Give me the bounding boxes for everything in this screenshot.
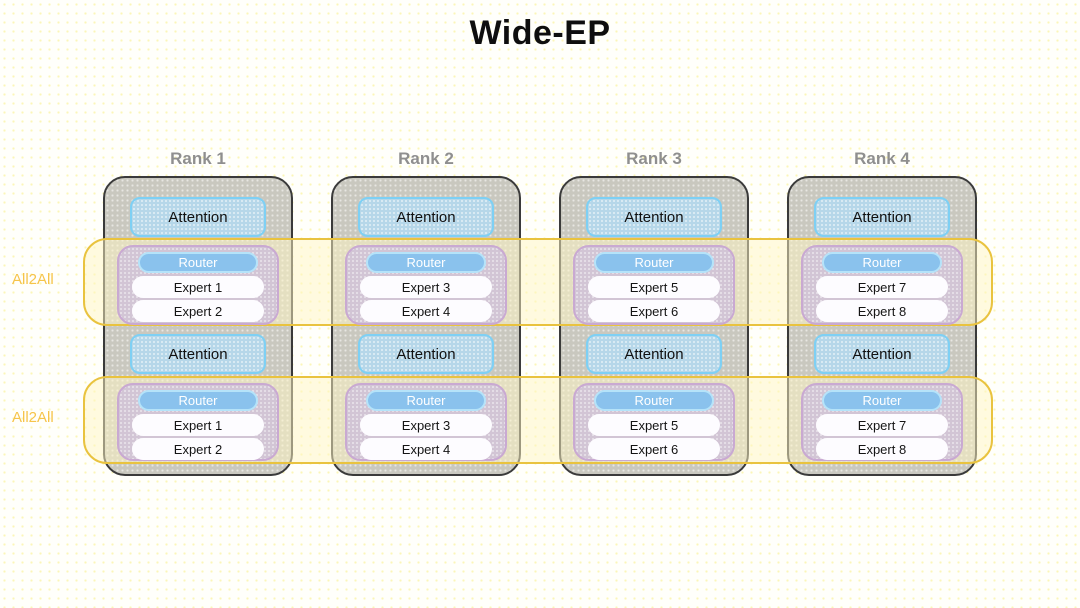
rank-2-box: Attention Router Expert 3 Expert 4 Atten…	[331, 176, 521, 476]
rank-4-attention-block-bottom: Attention	[814, 334, 950, 374]
rank-1-group: Rank 1 Attention Router Expert 1 Expert …	[103, 146, 293, 476]
rank-2-attention-block-bottom: Attention	[358, 334, 494, 374]
rank-4-box: Attention Router Expert 7 Expert 8 Atten…	[787, 176, 977, 476]
rank-3-router-bottom: Router	[594, 390, 714, 411]
all2all-label-top: All2All	[12, 271, 54, 288]
rank-3-router-top: Router	[594, 252, 714, 273]
rank-1-router-top: Router	[138, 252, 258, 273]
rank-1-moe-block-top: Router Expert 1 Expert 2	[117, 245, 279, 325]
rank-3-expert-2-top: Expert 6	[588, 300, 720, 322]
rank-2-moe-block-bottom: Router Expert 3 Expert 4	[345, 383, 507, 461]
rank-4-attention-block-top: Attention	[814, 197, 950, 237]
rank-4-expert-1-top: Expert 7	[816, 276, 948, 298]
rank-4-moe-block-top: Router Expert 7 Expert 8	[801, 245, 963, 325]
rank-4-expert-2-bottom: Expert 8	[816, 438, 948, 460]
rank-2-attention-block-top: Attention	[358, 197, 494, 237]
rank-1-attention-block-top: Attention	[130, 197, 266, 237]
rank-1-expert-2-bottom: Expert 2	[132, 438, 264, 460]
rank-3-label: Rank 3	[626, 149, 682, 168]
rank-1-expert-1-top: Expert 1	[132, 276, 264, 298]
rank-3-expert-1-bottom: Expert 5	[588, 414, 720, 436]
rank-3-moe-block-bottom: Router Expert 5 Expert 6	[573, 383, 735, 461]
rank-3-attention-block-bottom: Attention	[586, 334, 722, 374]
rank-2-label: Rank 2	[398, 149, 454, 168]
rank-3-moe-block-top: Router Expert 5 Expert 6	[573, 245, 735, 325]
rank-4-expert-2-top: Expert 8	[816, 300, 948, 322]
rank-1-router-bottom: Router	[138, 390, 258, 411]
rank-2-expert-2-top: Expert 4	[360, 300, 492, 322]
rank-3-attention-block-top: Attention	[586, 197, 722, 237]
rank-3-expert-1-top: Expert 5	[588, 276, 720, 298]
rank-1-expert-2-top: Expert 2	[132, 300, 264, 322]
rank-2-moe-block-top: Router Expert 3 Expert 4	[345, 245, 507, 325]
rank-4-label: Rank 4	[854, 149, 910, 168]
rank-2-expert-2-bottom: Expert 4	[360, 438, 492, 460]
all2all-label-bottom: All2All	[12, 409, 54, 426]
rank-1-box: Attention Router Expert 1 Expert 2 Atten…	[103, 176, 293, 476]
rank-4-group: Rank 4 Attention Router Expert 7 Expert …	[787, 146, 977, 476]
rank-4-router-bottom: Router	[822, 390, 942, 411]
rank-1-label: Rank 1	[170, 149, 226, 168]
rank-3-box: Attention Router Expert 5 Expert 6 Atten…	[559, 176, 749, 476]
rank-4-router-top: Router	[822, 252, 942, 273]
rank-1-attention-block-bottom: Attention	[130, 334, 266, 374]
rank-2-expert-1-bottom: Expert 3	[360, 414, 492, 436]
rank-2-router-bottom: Router	[366, 390, 486, 411]
rank-1-moe-block-bottom: Router Expert 1 Expert 2	[117, 383, 279, 461]
diagram-title: Wide-EP	[469, 14, 611, 52]
rank-2-group: Rank 2 Attention Router Expert 3 Expert …	[331, 146, 521, 476]
rank-2-expert-1-top: Expert 3	[360, 276, 492, 298]
rank-4-moe-block-bottom: Router Expert 7 Expert 8	[801, 383, 963, 461]
rank-4-expert-1-bottom: Expert 7	[816, 414, 948, 436]
rank-2-router-top: Router	[366, 252, 486, 273]
rank-3-group: Rank 3 Attention Router Expert 5 Expert …	[559, 146, 749, 476]
rank-1-expert-1-bottom: Expert 1	[132, 414, 264, 436]
rank-3-expert-2-bottom: Expert 6	[588, 438, 720, 460]
